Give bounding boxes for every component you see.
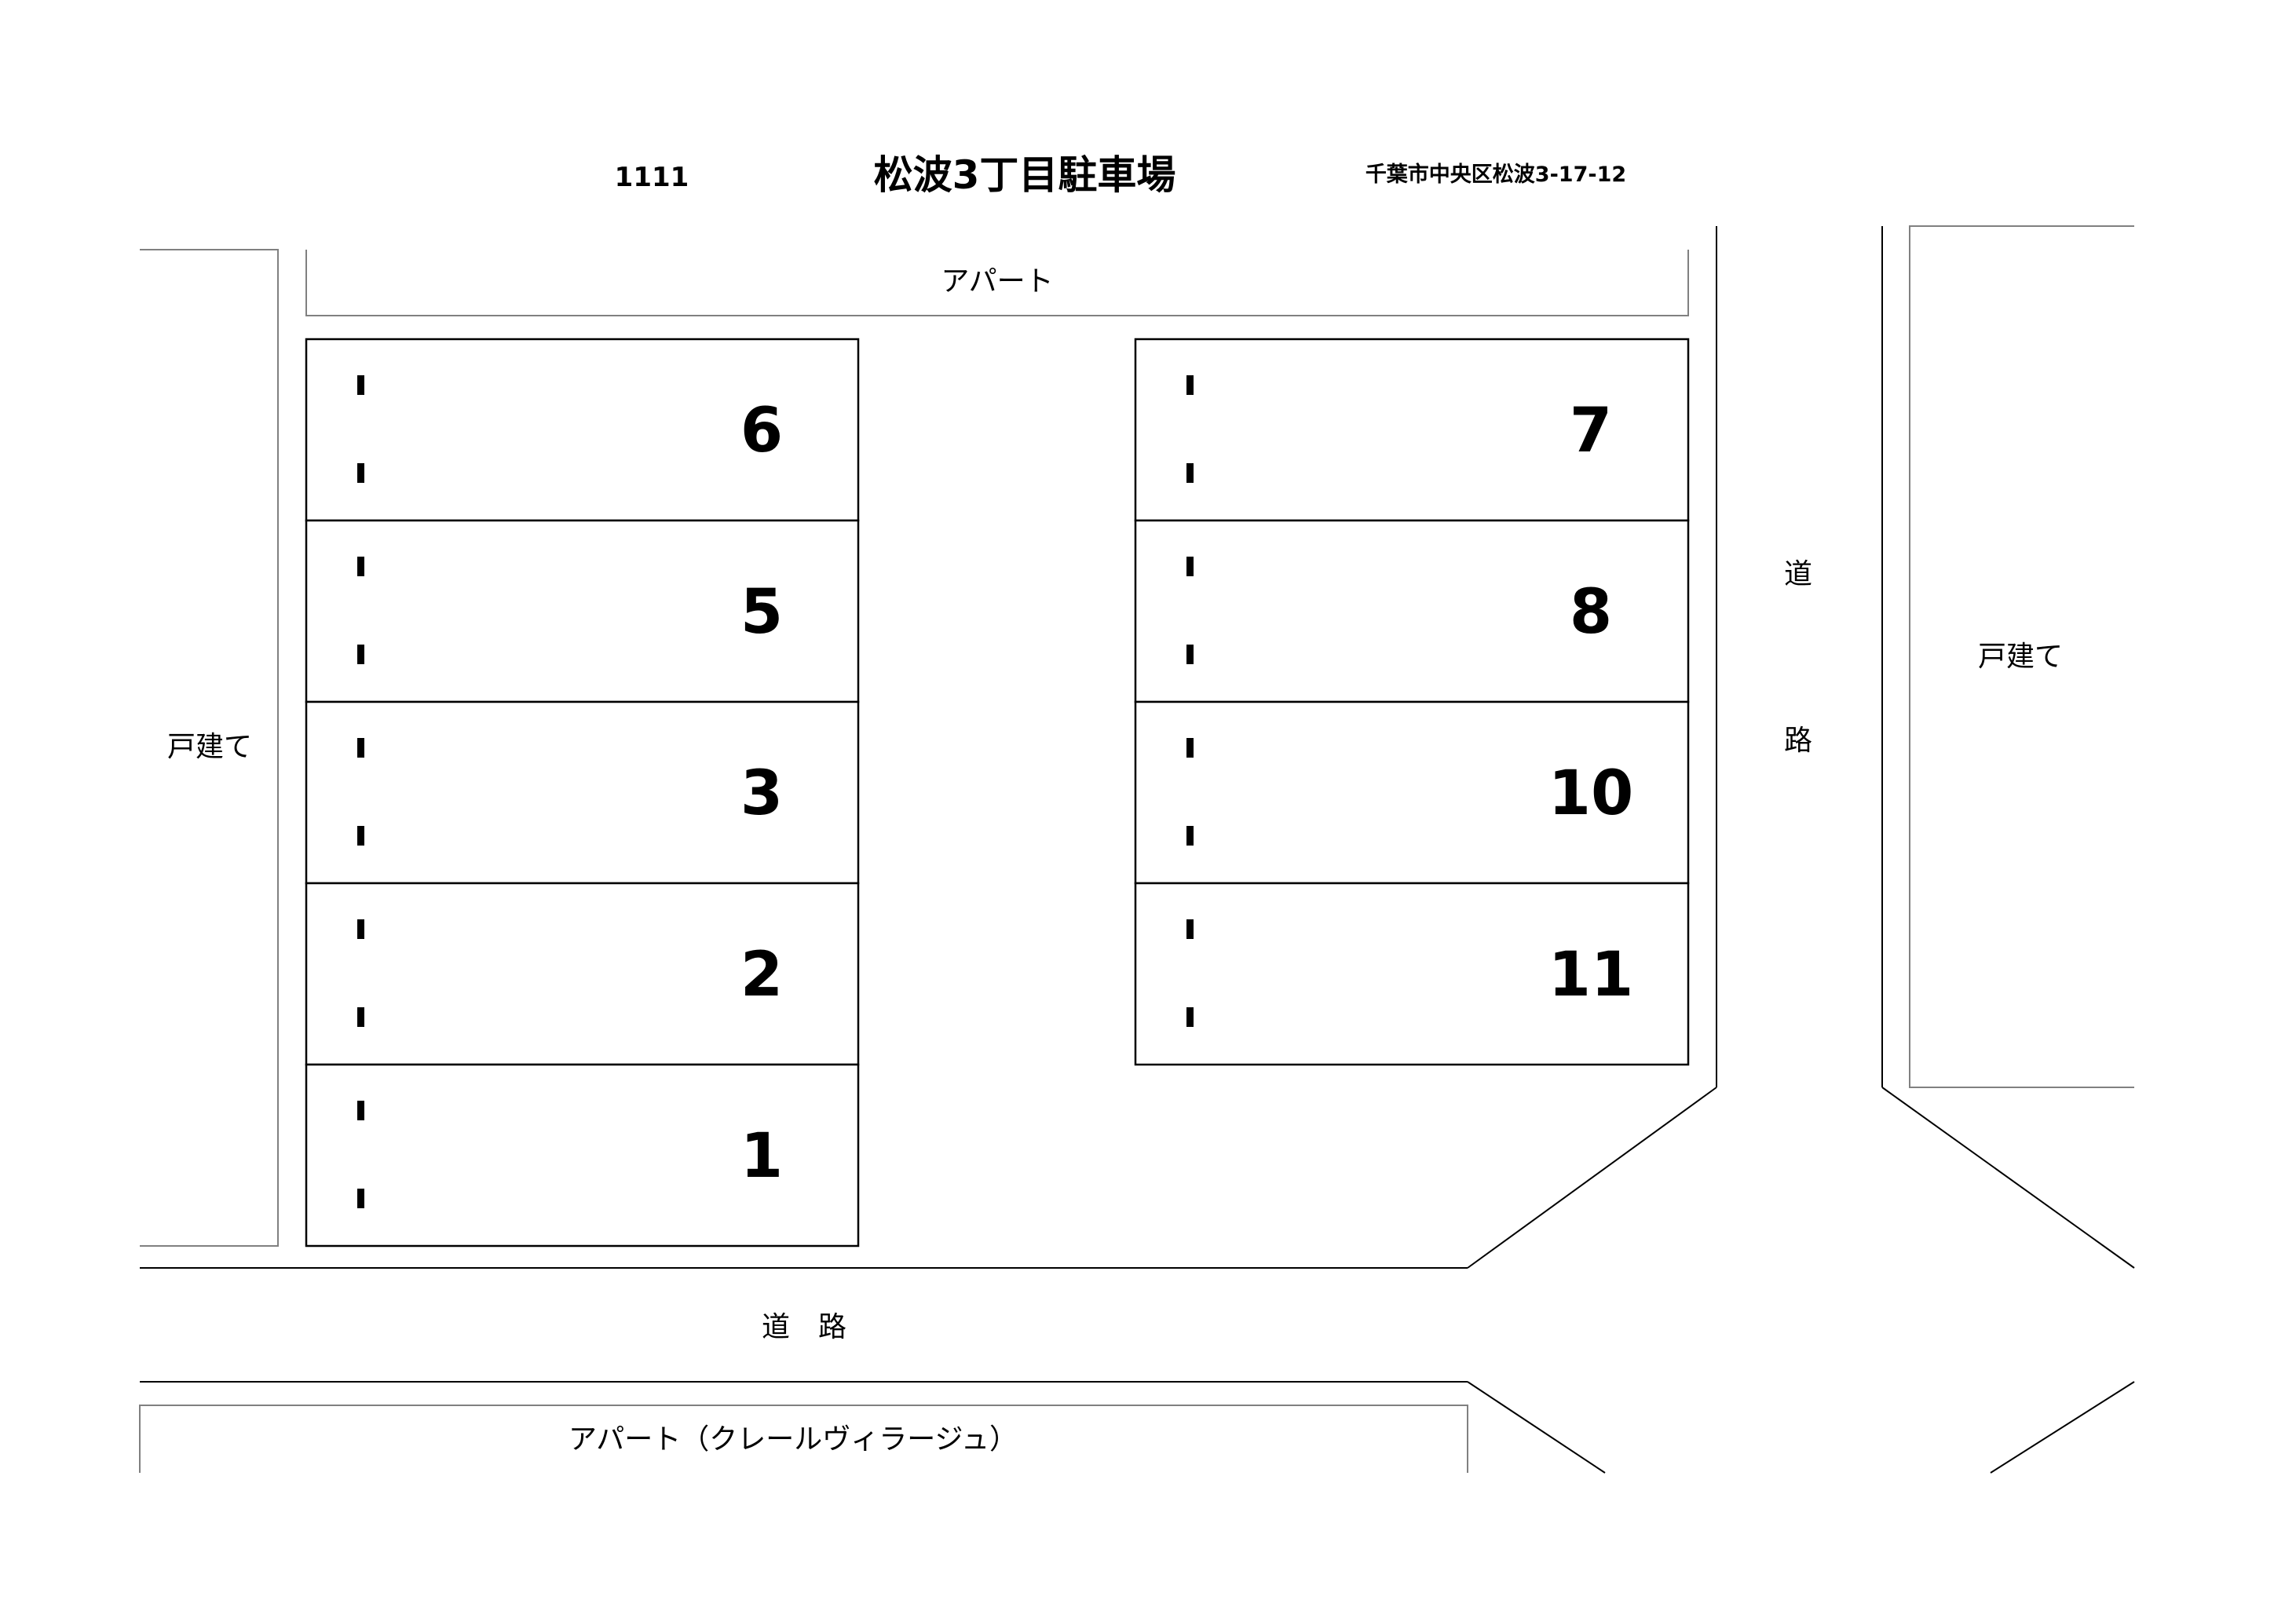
detached-house-left-label: 戸建て [167, 731, 252, 763]
stall-number: 7 [1570, 396, 1612, 466]
road-edge-corner-left [1467, 1087, 1717, 1269]
stall-7[interactable]: 7 [1134, 338, 1690, 522]
lot-address: 千葉市中央区松波3-17-12 [1366, 162, 1626, 187]
road-vertical-label-1: 道 [1784, 558, 1812, 590]
lot-id: 1111 [615, 162, 689, 193]
stall-5[interactable]: 5 [305, 519, 860, 703]
stall-number: 2 [740, 940, 783, 1010]
road-edge-right-lower [1990, 1381, 2135, 1474]
stall-number: 5 [740, 577, 783, 648]
stall-number: 1 [740, 1121, 783, 1192]
apartment-top-outline [305, 250, 1689, 316]
apartment-bottom-outline [139, 1405, 1468, 1473]
stall-number: 8 [1570, 577, 1612, 648]
stall-number: 6 [740, 396, 783, 466]
stall-number: 10 [1548, 758, 1634, 829]
road-bottom-label: 道 路 [762, 1311, 846, 1343]
road-edge-corner-right [1881, 1087, 2135, 1269]
apartment-top-label: アパート [941, 265, 1053, 298]
detached-house-left-outline [140, 249, 279, 1247]
road-edge-bottom-diagonal [1467, 1381, 1606, 1474]
stall-number: 3 [740, 758, 783, 829]
apartment-bottom-label: アパート（クレールヴィラージュ） [569, 1423, 1018, 1456]
stall-10[interactable]: 10 [1134, 700, 1690, 885]
stall-6[interactable]: 6 [305, 338, 860, 522]
stall-11[interactable]: 11 [1134, 882, 1690, 1066]
stall-2[interactable]: 2 [305, 882, 860, 1066]
detached-house-right-label: 戸建て [1978, 641, 2063, 673]
stall-1[interactable]: 1 [305, 1063, 860, 1248]
stall-number: 11 [1548, 940, 1634, 1010]
stall-3[interactable]: 3 [305, 700, 860, 885]
detached-house-right-outline [1909, 225, 2134, 1088]
stall-8[interactable]: 8 [1134, 519, 1690, 703]
road-vertical-label-2: 路 [1784, 725, 1812, 757]
lot-title: 松波3丁目駐車場 [874, 152, 1176, 198]
